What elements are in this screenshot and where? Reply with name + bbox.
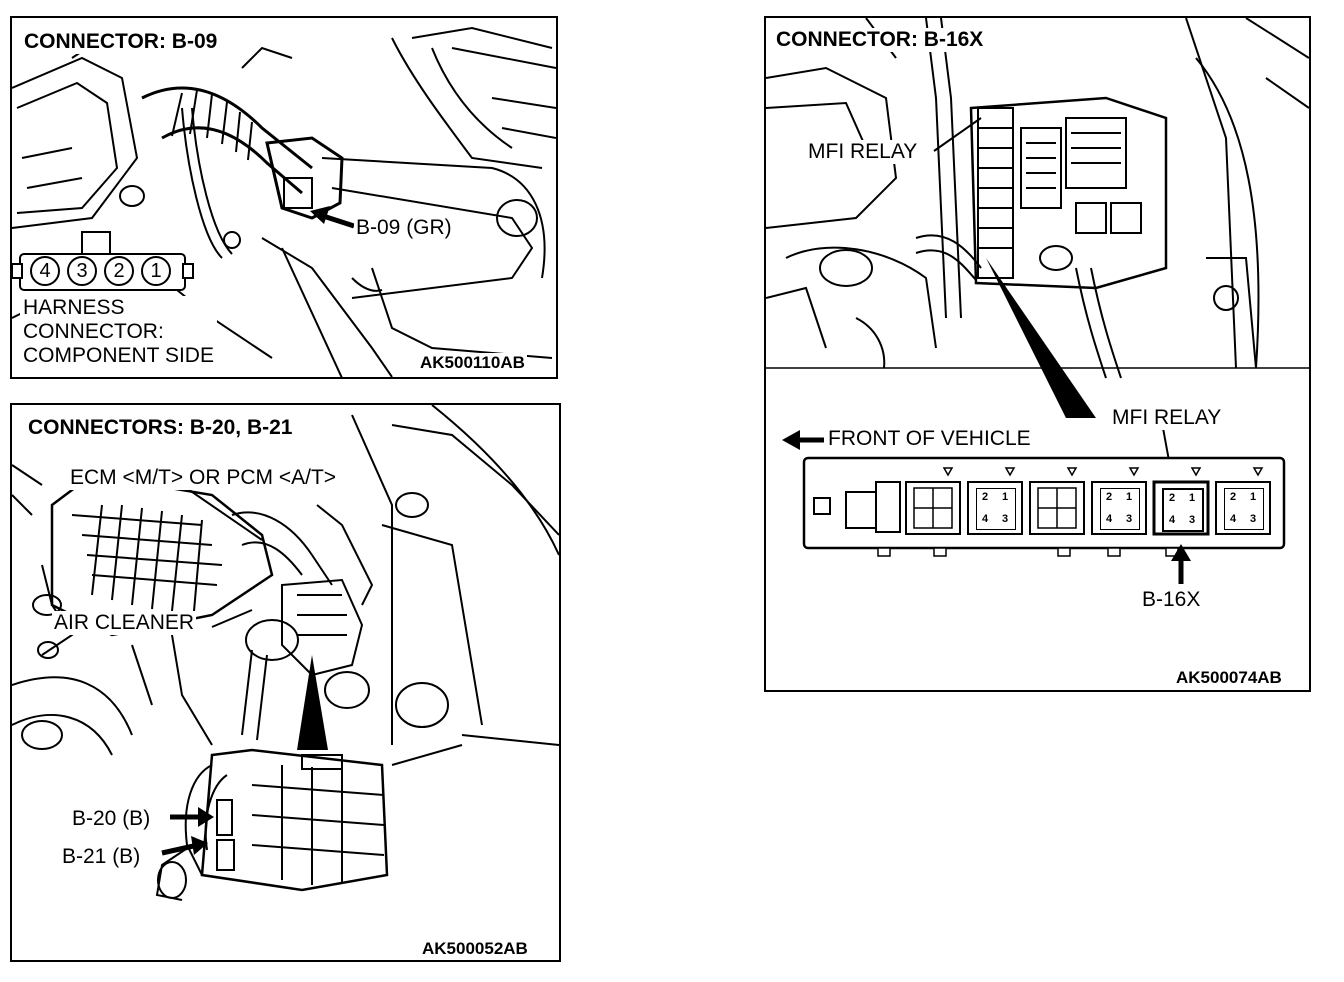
b20-figure-code: AK500052AB	[420, 939, 530, 959]
mfi-relay-top-label: MFI RELAY	[806, 140, 920, 164]
harness-line-3: COMPONENT SIDE	[23, 344, 214, 367]
b09-engine-drawing	[12, 26, 556, 377]
panel-connector-b16x: 2 1 4 3 2 1 4 3 2 1 4 3 2 1 4 3 CONNECTO…	[764, 16, 1311, 692]
b21-label: B-21 (B)	[60, 845, 143, 869]
b09-figure-code: AK500110AB	[418, 353, 527, 373]
front-of-vehicle-label: FRONT OF VEHICLE	[826, 427, 1033, 451]
relay-pin-4: 4	[982, 513, 989, 525]
relay-pin-4: 4	[1106, 513, 1113, 525]
relay-pin-3: 3	[1189, 514, 1196, 526]
b09-title: CONNECTOR: B-09	[22, 30, 220, 54]
b16x-relay-box-drawing	[766, 18, 1309, 584]
relay-pin-3: 3	[1002, 513, 1009, 525]
b20-title: CONNECTORS: B-20, B-21	[26, 416, 295, 440]
relay-pin-1: 1	[1189, 492, 1196, 504]
mfi-relay-bottom-label: MFI RELAY	[1110, 406, 1224, 430]
relay-grid-slot-5-mfi: 2 1 4 3	[1162, 488, 1204, 532]
relay-pin-1: 1	[1002, 491, 1009, 503]
air-cleaner-label: AIR CLEANER	[52, 611, 197, 635]
b09-pin-3: 3	[67, 256, 97, 286]
b09-pin-1: 1	[141, 256, 171, 286]
b20-label: B-20 (B)	[70, 807, 153, 831]
relay-pin-2: 2	[1169, 492, 1176, 504]
relay-pin-4: 4	[1169, 514, 1176, 526]
relay-pin-2: 2	[982, 491, 989, 503]
harness-line-2: CONNECTOR:	[23, 320, 164, 343]
b16x-title: CONNECTOR: B-16X	[774, 28, 986, 52]
relay-grid-slot-4: 2 1 4 3	[1100, 488, 1140, 530]
relay-grid-slot-6: 2 1 4 3	[1224, 488, 1264, 530]
harness-line-1: HARNESS	[23, 296, 125, 319]
b20-engine-drawing	[12, 405, 559, 901]
panel-connectors-b20-b21: CONNECTORS: B-20, B-21 ECM <M/T> OR PCM …	[10, 403, 561, 962]
relay-grid-slot-2: 2 1 4 3	[976, 488, 1016, 530]
b09-pin-2: 2	[104, 256, 134, 286]
relay-pin-2: 2	[1106, 491, 1113, 503]
relay-pin-3: 3	[1126, 513, 1133, 525]
relay-pin-3: 3	[1250, 513, 1257, 525]
relay-pin-1: 1	[1250, 491, 1257, 503]
relay-pin-1: 1	[1126, 491, 1133, 503]
b16x-label: B-16X	[1140, 588, 1203, 612]
b09-pin-4: 4	[30, 256, 60, 286]
relay-pin-2: 2	[1230, 491, 1237, 503]
panel-connector-b09: CONNECTOR: B-09 B-09 (GR) 4 3 2 1 HARNES…	[10, 16, 558, 379]
b16x-figure-code: AK500074AB	[1174, 668, 1284, 688]
b09-harness-label: HARNESS CONNECTOR: COMPONENT SIDE	[20, 296, 217, 368]
relay-pin-4: 4	[1230, 513, 1237, 525]
ecm-pcm-label: ECM <M/T> OR PCM <A/T>	[68, 466, 339, 490]
b09-connector-label: B-09 (GR)	[354, 216, 454, 240]
